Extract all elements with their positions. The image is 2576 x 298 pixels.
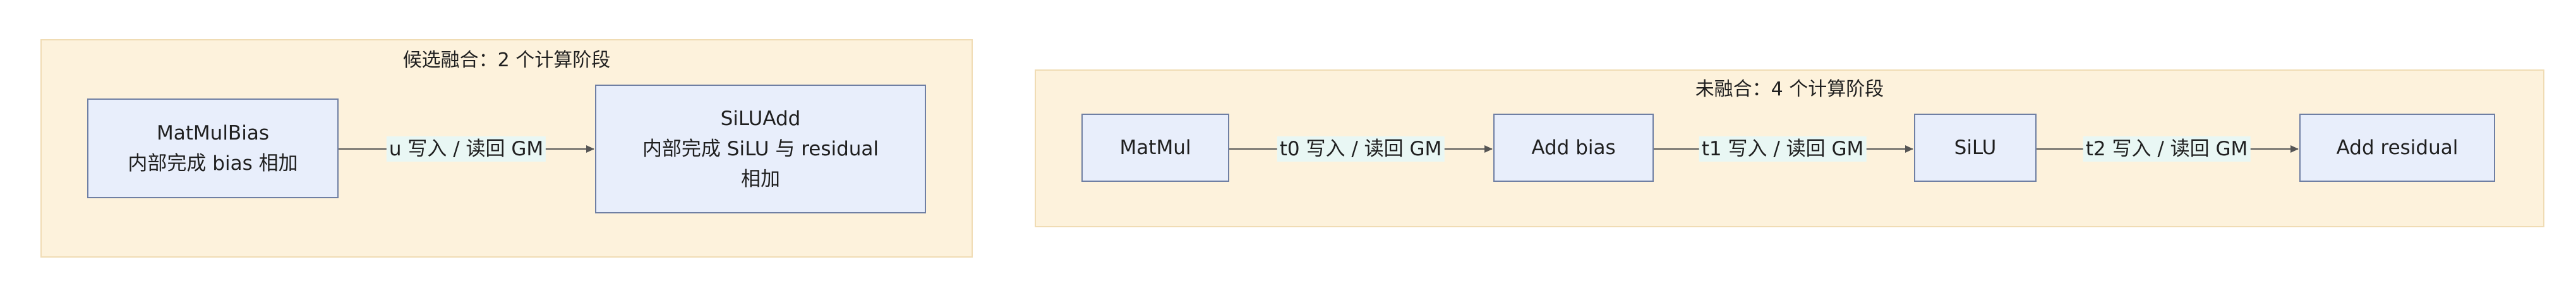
siluadd-line3: 相加 bbox=[740, 168, 780, 191]
matmulbias-line1: MatMulBias bbox=[157, 122, 269, 145]
edge-label-t1: t1 写入 / 读回 GM bbox=[1699, 136, 1867, 162]
siluadd-line1: SiLUAdd bbox=[720, 107, 801, 130]
matmul-node: MatMul bbox=[1081, 114, 1229, 182]
fused-group-title: 候选融合：2 个计算阶段 bbox=[402, 49, 611, 71]
silu-node: SiLU bbox=[1914, 114, 2037, 182]
matmulbias-node: MatMulBias 内部完成 bias 相加 bbox=[87, 98, 339, 198]
matmulbias-line2: 内部完成 bias 相加 bbox=[128, 152, 298, 175]
add-bias-node: Add bias bbox=[1493, 114, 1654, 182]
edge-label-t0: t0 写入 / 读回 GM bbox=[1277, 136, 1445, 162]
siluadd-node: SiLUAdd 内部完成 SiLU 与 residual 相加 bbox=[595, 85, 926, 213]
edge-label-t2: t2 写入 / 读回 GM bbox=[2083, 136, 2251, 162]
edge-label-u: u 写入 / 读回 GM bbox=[386, 136, 546, 162]
add-residual-node: Add residual bbox=[2299, 114, 2495, 182]
unfused-group-title: 未融合：4 个计算阶段 bbox=[1695, 78, 1884, 100]
siluadd-line2: 内部完成 SiLU 与 residual bbox=[642, 138, 879, 160]
